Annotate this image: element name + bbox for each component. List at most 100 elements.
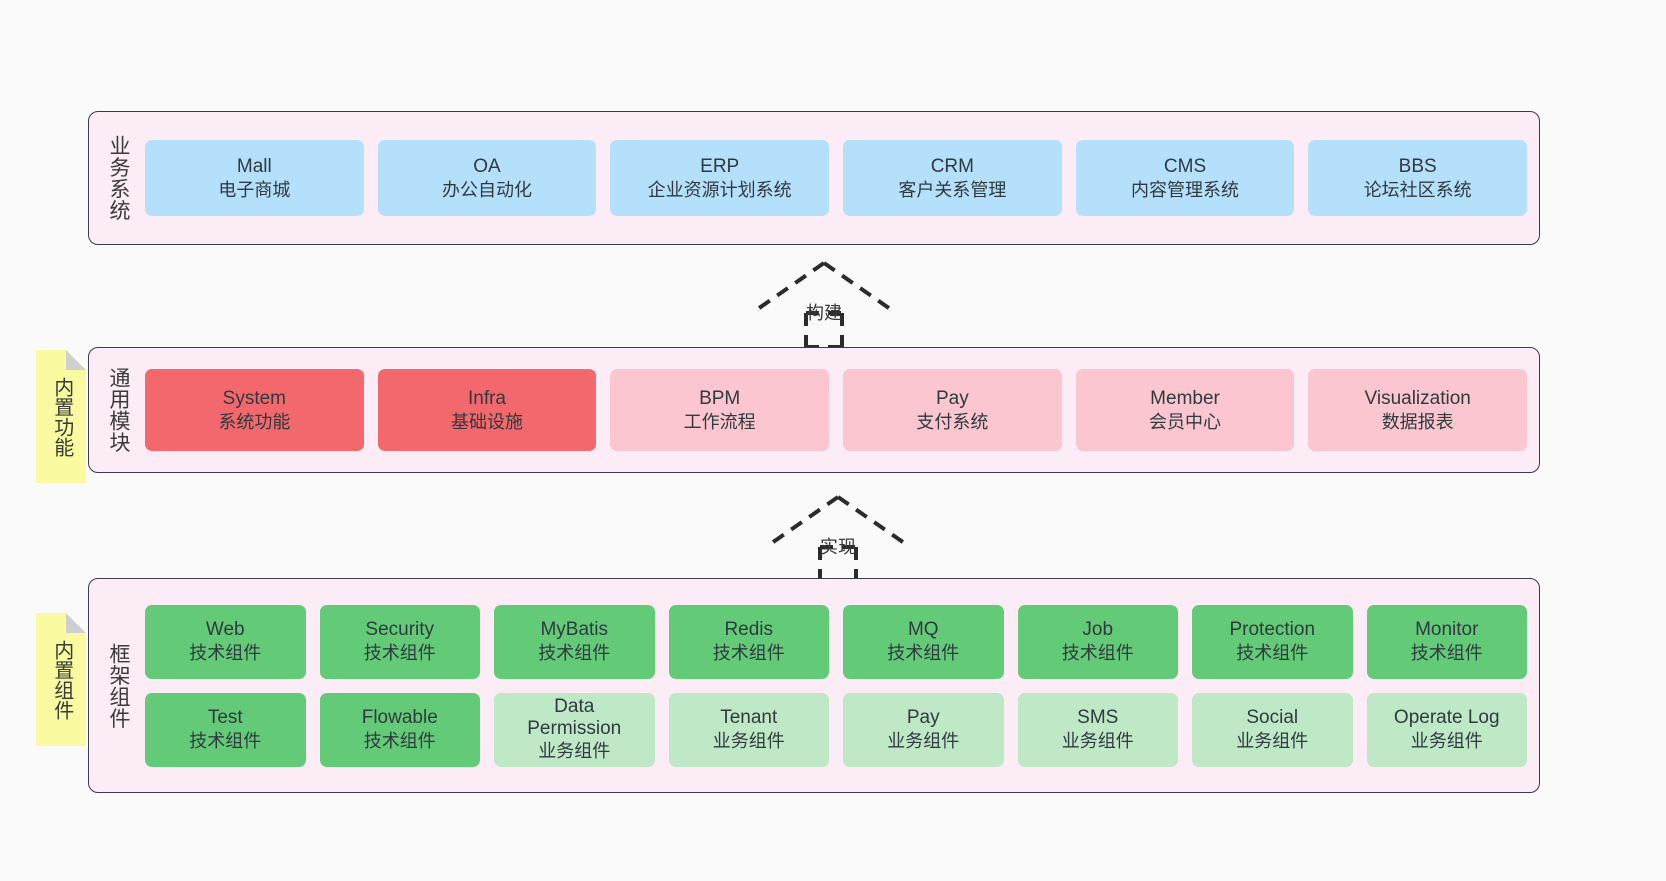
node-web[interactable]: Web 技术组件 xyxy=(145,604,306,679)
node-title: Security xyxy=(365,619,435,641)
node-cell: Operate Log 业务组件 xyxy=(1366,692,1527,767)
node-system[interactable]: System 系统功能 xyxy=(145,369,364,451)
node-cell: OA 办公自动化 xyxy=(377,140,597,216)
node-mall[interactable]: Mall 电子商城 xyxy=(145,140,364,216)
node-title: Mall xyxy=(236,155,272,177)
node-subtitle: 业务组件 xyxy=(712,731,785,752)
node-flowable[interactable]: Flowable 技术组件 xyxy=(319,692,480,767)
node-title: Web xyxy=(205,619,245,641)
node-title: ERP xyxy=(700,155,740,177)
node-cell: Tenant 业务组件 xyxy=(668,692,829,767)
node-data-permission[interactable]: Data Permission 业务组件 xyxy=(494,692,655,767)
node-title: Tenant xyxy=(720,707,778,729)
node-subtitle: 技术组件 xyxy=(712,643,785,664)
layer-body-business-systems: Mall 电子商城 OA 办公自动化 ERP 企业资源计划系统 xyxy=(135,122,1528,234)
node-cell: Mall 电子商城 xyxy=(145,140,364,216)
node-pay-module[interactable]: Pay 支付系统 xyxy=(843,369,1062,451)
layer-body-common-modules: System 系统功能 Infra 基础设施 BPM 工作流程 xyxy=(135,358,1528,462)
node-title: CRM xyxy=(930,155,974,177)
node-title: Test xyxy=(207,707,243,729)
node-title: Visualization xyxy=(1364,387,1471,409)
node-title: Flowable xyxy=(361,707,438,729)
node-subtitle: 基础设施 xyxy=(451,411,523,432)
layer-common-modules: 通用模块 System 系统功能 Infra 基础设施 xyxy=(88,347,1540,473)
node-sms[interactable]: SMS 业务组件 xyxy=(1017,692,1178,767)
node-subtitle: 系统功能 xyxy=(218,411,291,432)
node-subtitle: 数据报表 xyxy=(1381,411,1454,432)
layer-body-framework-components: Web 技术组件 Security 技术组件 MyBatis 技术组件 xyxy=(135,589,1527,782)
node-infra[interactable]: Infra 基础设施 xyxy=(377,369,597,451)
node-cell: Protection 技术组件 xyxy=(1192,604,1353,679)
node-title: BBS xyxy=(1398,155,1437,177)
node-row: Mall 电子商城 OA 办公自动化 ERP 企业资源计划系统 xyxy=(145,140,1528,216)
node-title: Pay xyxy=(935,387,969,409)
node-subtitle: 工作流程 xyxy=(683,411,756,432)
node-cell: ERP 企业资源计划系统 xyxy=(610,140,830,216)
node-title: OA xyxy=(473,155,501,177)
note-label: 内置组件 xyxy=(50,639,73,720)
node-row: System 系统功能 Infra 基础设施 BPM 工作流程 xyxy=(145,369,1528,451)
connector-implement: 实现 xyxy=(758,489,918,585)
node-subtitle: 业务组件 xyxy=(1061,731,1134,752)
node-subtitle: 技术组件 xyxy=(1410,643,1483,664)
node-cell: Social 业务组件 xyxy=(1192,692,1353,767)
layer-title-common-modules: 通用模块 xyxy=(106,367,130,453)
node-cell: Pay 业务组件 xyxy=(843,692,1004,767)
node-cms[interactable]: CMS 内容管理系统 xyxy=(1075,140,1295,216)
node-member[interactable]: Member 会员中心 xyxy=(1075,369,1295,451)
node-subtitle: 办公自动化 xyxy=(442,179,532,200)
node-cell: Member 会员中心 xyxy=(1075,369,1295,451)
node-subtitle: 业务组件 xyxy=(538,741,611,762)
node-subtitle: 会员中心 xyxy=(1149,411,1222,432)
layer-framework-components: 框架组件 Web 技术组件 Security 技术组件 xyxy=(88,578,1540,793)
node-cell: Pay 支付系统 xyxy=(843,369,1062,451)
layer-title-business-systems: 业务系统 xyxy=(106,135,130,221)
node-subtitle: 企业资源计划系统 xyxy=(647,179,792,200)
node-social[interactable]: Social 业务组件 xyxy=(1192,692,1353,767)
node-tenant[interactable]: Tenant 业务组件 xyxy=(668,692,829,767)
node-title: Member xyxy=(1150,387,1220,409)
node-pay-component[interactable]: Pay 业务组件 xyxy=(843,692,1004,767)
node-subtitle: 论坛社区系统 xyxy=(1363,179,1472,200)
node-subtitle: 内容管理系统 xyxy=(1131,179,1240,200)
note-label: 内置功能 xyxy=(50,376,73,457)
node-subtitle: 业务组件 xyxy=(1410,731,1483,752)
layer-business-systems: 业务系统 Mall 电子商城 OA 办公自动化 ERP xyxy=(88,111,1540,245)
node-redis[interactable]: Redis 技术组件 xyxy=(668,604,829,679)
node-oa[interactable]: OA 办公自动化 xyxy=(377,140,597,216)
node-protection[interactable]: Protection 技术组件 xyxy=(1192,604,1353,679)
node-title: Infra xyxy=(467,387,507,409)
node-mybatis[interactable]: MyBatis 技术组件 xyxy=(494,604,655,679)
node-row: Web 技术组件 Security 技术组件 MyBatis 技术组件 xyxy=(145,604,1527,679)
node-monitor[interactable]: Monitor 技术组件 xyxy=(1366,604,1527,679)
node-test[interactable]: Test 技术组件 xyxy=(145,692,306,767)
node-title: Redis xyxy=(724,619,774,641)
node-title: CMS xyxy=(1163,155,1207,177)
node-cell: Monitor 技术组件 xyxy=(1366,604,1527,679)
node-title: BPM xyxy=(699,387,741,409)
node-crm[interactable]: CRM 客户关系管理 xyxy=(843,140,1062,216)
node-cell: CMS 内容管理系统 xyxy=(1075,140,1295,216)
node-title: Monitor xyxy=(1415,619,1479,641)
node-subtitle: 业务组件 xyxy=(887,731,960,752)
note-builtin-features: 内置功能 xyxy=(36,350,86,483)
node-cell: Redis 技术组件 xyxy=(668,604,829,679)
node-subtitle: 技术组件 xyxy=(363,731,436,752)
node-job[interactable]: Job 技术组件 xyxy=(1017,604,1178,679)
node-title: Pay xyxy=(906,707,940,729)
node-visualization[interactable]: Visualization 数据报表 xyxy=(1308,369,1528,451)
node-operate-log[interactable]: Operate Log 业务组件 xyxy=(1366,692,1527,767)
node-bpm[interactable]: BPM 工作流程 xyxy=(610,369,830,451)
node-erp[interactable]: ERP 企业资源计划系统 xyxy=(610,140,830,216)
node-security[interactable]: Security 技术组件 xyxy=(319,604,480,679)
node-bbs[interactable]: BBS 论坛社区系统 xyxy=(1308,140,1528,216)
node-title: MyBatis xyxy=(540,619,609,641)
node-subtitle: 客户关系管理 xyxy=(898,179,1007,200)
node-subtitle: 支付系统 xyxy=(916,411,989,432)
node-title: Protection xyxy=(1229,619,1316,641)
node-subtitle: 业务组件 xyxy=(1236,731,1309,752)
node-mq[interactable]: MQ 技术组件 xyxy=(843,604,1004,679)
node-cell: CRM 客户关系管理 xyxy=(843,140,1062,216)
node-row: Test 技术组件 Flowable 技术组件 Data Permission … xyxy=(145,692,1527,767)
node-cell: Test 技术组件 xyxy=(145,692,306,767)
